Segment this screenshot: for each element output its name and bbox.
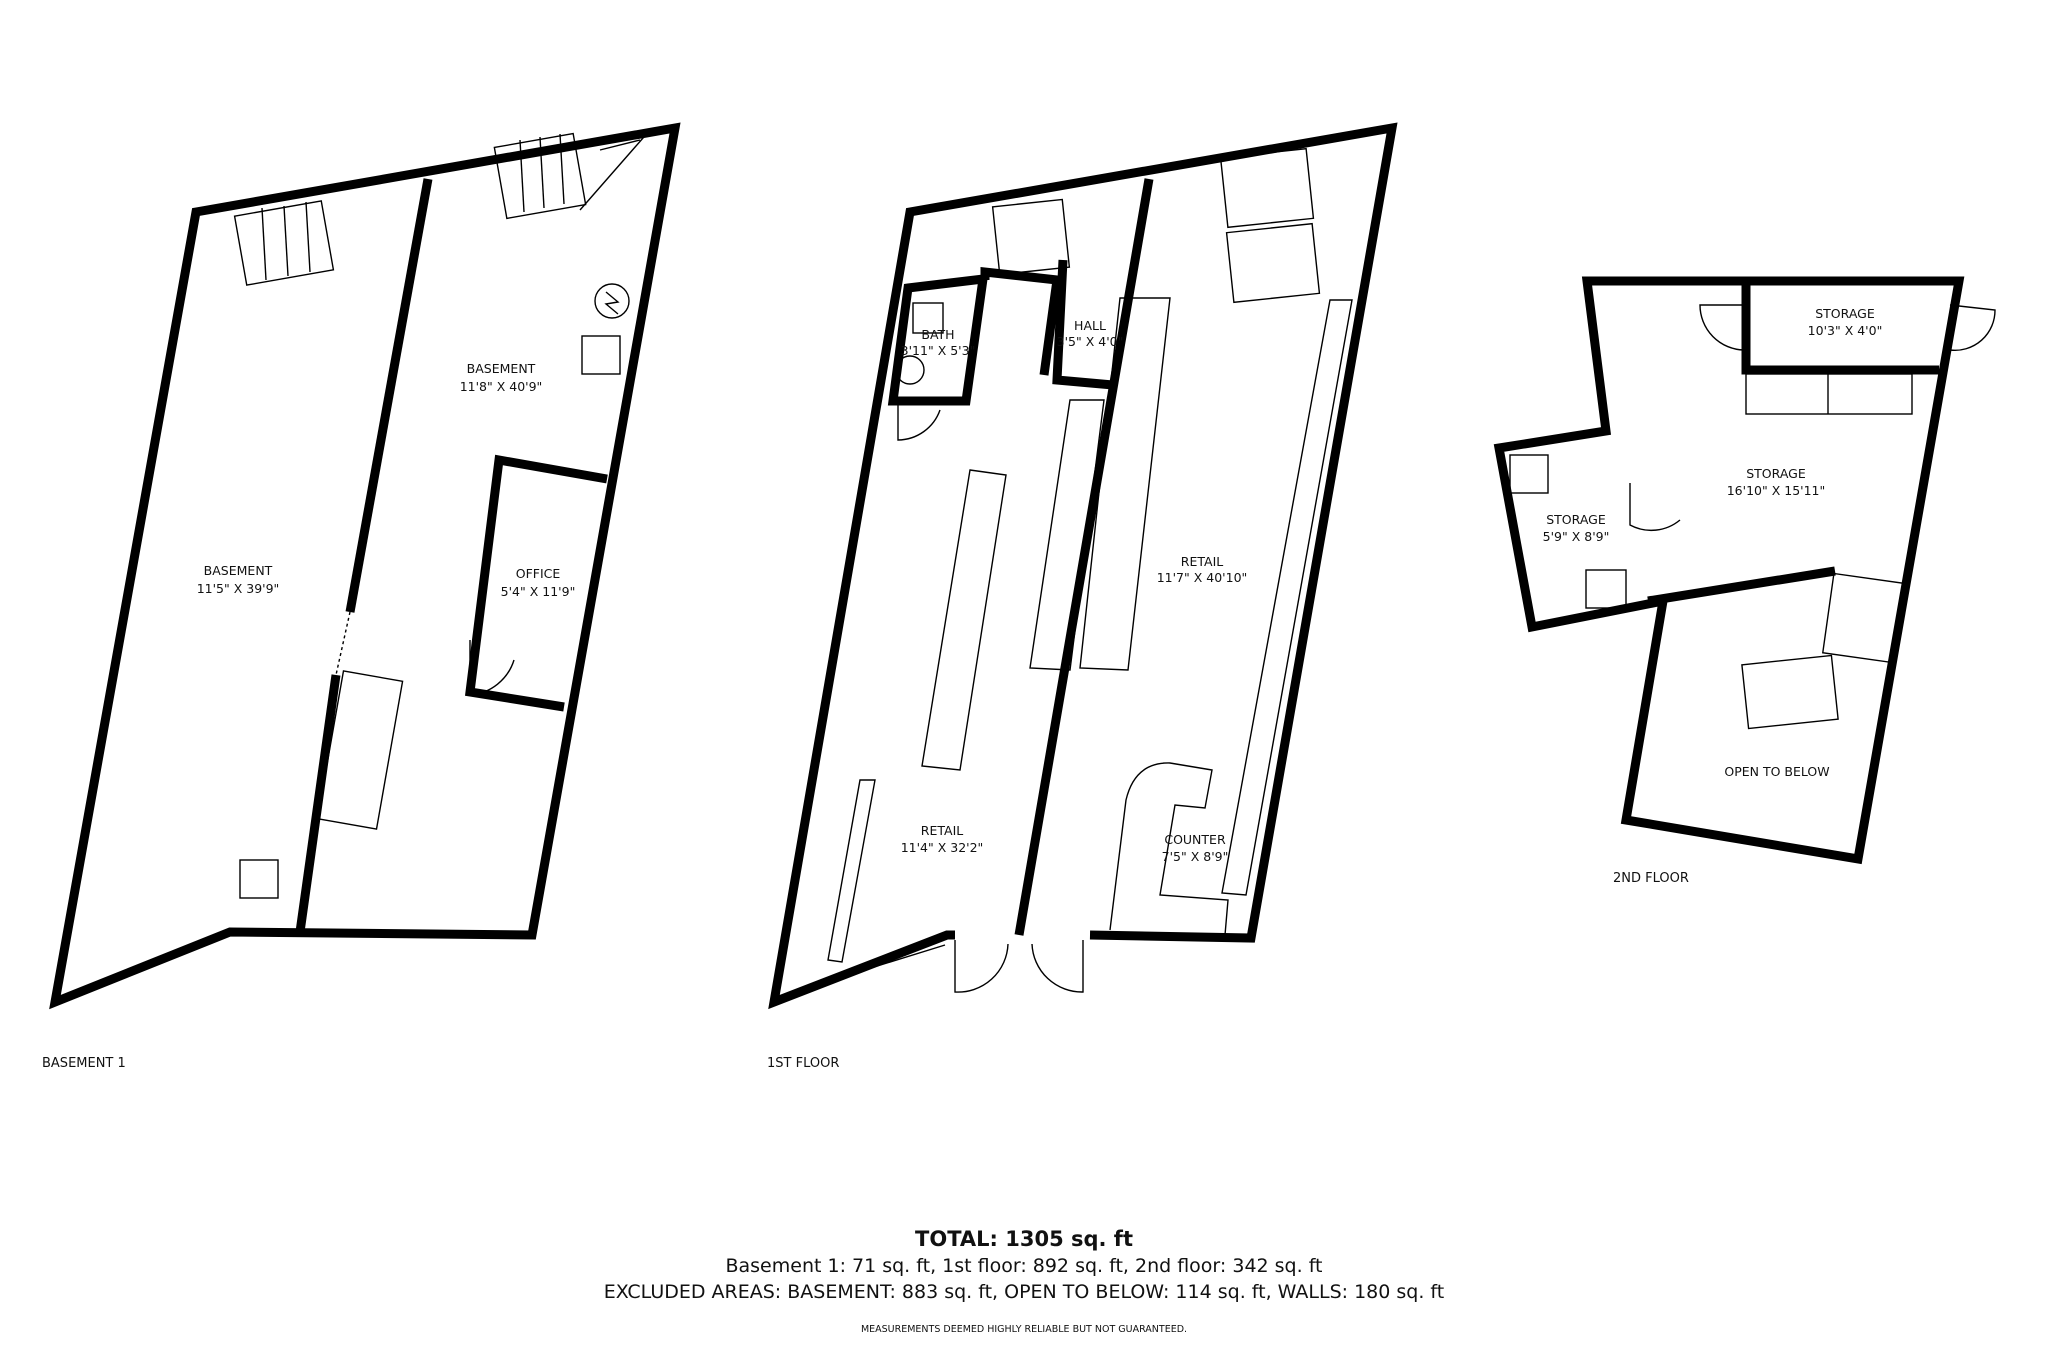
- hall-walls: [1052, 259, 1114, 390]
- stairs-right-lines: [519, 129, 651, 213]
- lightning-icon: [604, 291, 620, 315]
- basement-divider-wall: [345, 178, 433, 613]
- room-name: RETAIL: [921, 823, 963, 838]
- room-name: COUNTER: [1164, 832, 1226, 847]
- room-name: BASEMENT: [467, 361, 536, 376]
- floor-label: 1ST FLOOR: [767, 1056, 839, 1071]
- sink-icon: [1509, 454, 1549, 494]
- office-walls: [464, 454, 608, 712]
- second-floor-plan: STORAGE 10'3" X 4'0" STORAGE 16'10" X 15…: [1493, 276, 1996, 886]
- basement-divider-wall-lower: [295, 674, 341, 933]
- counter: [1109, 762, 1229, 936]
- interior-wall: [1647, 566, 1836, 606]
- water-heater-icon: [594, 283, 630, 319]
- room-dims: 7'5" X 8'9": [1162, 849, 1229, 864]
- door: [1699, 304, 1745, 351]
- table: [316, 670, 404, 830]
- stairs: [233, 200, 335, 286]
- basement-plan: BASEMENT 11'5" X 39'9" BASEMENT 11'8" X …: [42, 122, 681, 1071]
- shelving: [1745, 373, 1913, 415]
- room-name: STORAGE: [1546, 512, 1606, 527]
- entry-door: [954, 940, 1009, 993]
- total-area: TOTAL: 1305 sq. ft: [915, 1227, 1133, 1251]
- stairs: [991, 198, 1071, 276]
- room-dims: 11'4" X 32'2": [901, 840, 984, 855]
- room-dims: 3'11" X 5'3": [901, 343, 976, 358]
- floor-label: 2ND FLOOR: [1613, 871, 1689, 886]
- office-door: [469, 640, 515, 696]
- room-dims: 5'4" X 11'9": [501, 584, 576, 599]
- room-name: BATH: [921, 327, 954, 342]
- bath-door: [897, 405, 941, 441]
- stairs-lines: [261, 201, 311, 281]
- room-dims: 11'7" X 40'10": [1157, 570, 1248, 585]
- door: [1629, 483, 1681, 532]
- room-name: OPEN TO BELOW: [1724, 764, 1829, 779]
- stairs-right: [493, 132, 587, 220]
- fixture: [239, 859, 279, 899]
- room-name: STORAGE: [1746, 466, 1806, 481]
- room-name: OFFICE: [516, 566, 561, 581]
- toilet-icon: [912, 302, 944, 334]
- stairs: [1219, 147, 1315, 229]
- room-dims: 10'3" X 4'0": [1808, 323, 1883, 338]
- fixture: [581, 335, 621, 375]
- storage-walls: [1741, 281, 1939, 375]
- room-name: BASEMENT: [204, 563, 273, 578]
- stair-walls: [980, 266, 1063, 376]
- first-floor-outline: [768, 122, 1398, 1010]
- room-dims: 3'5" X 4'0": [1057, 334, 1124, 349]
- shelving: [827, 297, 1353, 963]
- window: [799, 944, 946, 991]
- stairs: [1821, 572, 1905, 664]
- disclaimer: MEASUREMENTS DEEMED HIGHLY RELIABLE BUT …: [861, 1324, 1187, 1335]
- area-summary: TOTAL: 1305 sq. ft Basement 1: 71 sq. ft…: [604, 1227, 1444, 1335]
- floor-breakdown: Basement 1: 71 sq. ft, 1st floor: 892 sq…: [725, 1255, 1322, 1277]
- door: [1949, 304, 1996, 352]
- room-dims: 16'10" X 15'11": [1727, 483, 1826, 498]
- basement-opening: [335, 611, 351, 676]
- room-dims: 11'5" X 39'9": [197, 581, 280, 596]
- stairs: [1225, 222, 1321, 304]
- entry-door: [1031, 940, 1084, 993]
- room-name: RETAIL: [1181, 554, 1223, 569]
- stairs: [1741, 654, 1839, 730]
- room-name: HALL: [1074, 318, 1106, 333]
- excluded-areas: EXCLUDED AREAS: BASEMENT: 883 sq. ft, OP…: [604, 1281, 1444, 1303]
- room-dims: 5'9" X 8'9": [1543, 529, 1610, 544]
- room-name: STORAGE: [1815, 306, 1875, 321]
- room-dims: 11'8" X 40'9": [460, 379, 543, 394]
- first-floor-plan: BATH 3'11" X 5'3" HALL 3'5" X 4'0" RETAI…: [767, 122, 1398, 1071]
- sink-icon: [1585, 569, 1627, 609]
- sink-icon: [895, 355, 925, 385]
- basement-outline: [49, 122, 681, 1010]
- floor-label: BASEMENT 1: [42, 1056, 126, 1071]
